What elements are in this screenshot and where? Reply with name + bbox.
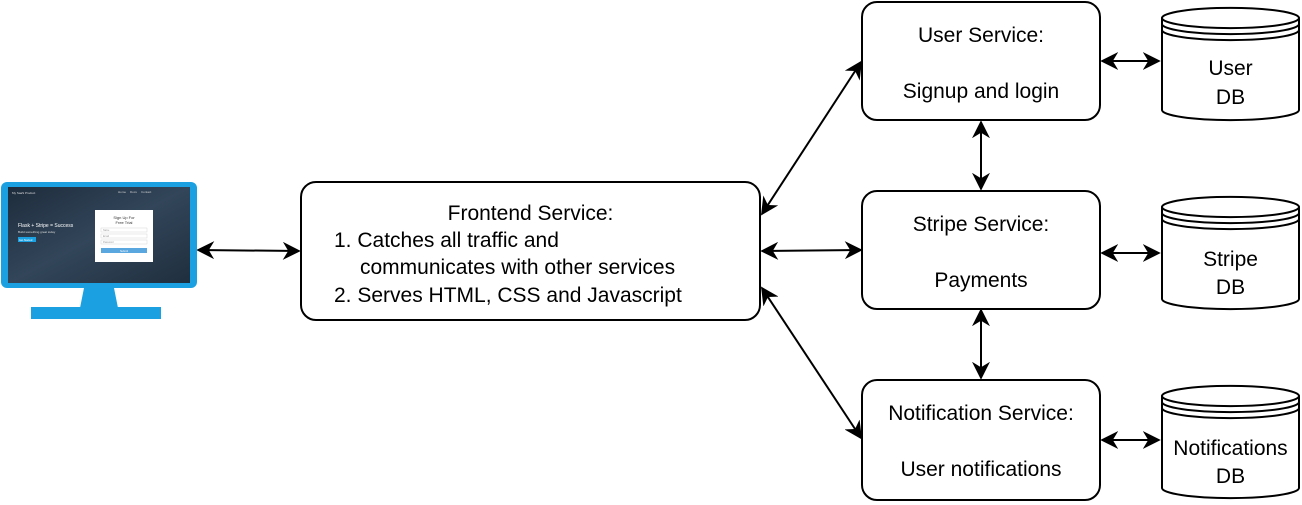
screen-nav-item: Docs (130, 190, 137, 194)
form-field: Email (103, 235, 109, 238)
screen-subline: Build something great today (18, 230, 56, 234)
database-icon (1161, 195, 1300, 311)
form-field: Name (103, 229, 110, 232)
db-label: DB (1215, 465, 1246, 488)
screen-nav-item: Home (118, 190, 126, 194)
arrow-frontend-notification (761, 286, 862, 440)
screen-brand: My SaaS Product (12, 191, 36, 195)
form-field: Password (103, 241, 114, 244)
arrow-monitor-frontend (196, 241, 301, 260)
frontend-item-2: 2. Serves HTML, CSS and Javascript (334, 284, 682, 307)
notification-service-title: Notification Service: (888, 402, 1074, 425)
db-label: DB (1215, 86, 1246, 109)
form-title-line: Sign Up For (113, 215, 135, 220)
notification-service-box: Notification Service: User notifications (861, 379, 1101, 501)
screen-headline: Flask + Stripe = Success (18, 223, 74, 229)
stripe-service-desc: Payments (934, 269, 1028, 292)
db-label: DB (1215, 276, 1246, 299)
database-icon (1161, 384, 1300, 500)
user-service-desc: Signup and login (902, 80, 1060, 103)
stripe-service-box: Stripe Service: Payments (861, 190, 1101, 310)
screen-nav-item: Contact (141, 190, 152, 194)
notification-service-desc: User notifications (900, 458, 1062, 481)
frontend-service-box: Frontend Service: 1. Catches all traffic… (300, 181, 761, 321)
frontend-service-title: Frontend Service: (447, 202, 614, 225)
form-title-line: Free Trial (116, 220, 133, 225)
frontend-item-1-cont: communicates with other services (360, 256, 676, 279)
notifications-db: Notifications DB (1160, 384, 1301, 500)
screen-button: Get Started (19, 238, 33, 242)
arrow-frontend-user (761, 60, 862, 216)
monitor-icon: My SaaS Product Home Docs Contact Flask … (1, 182, 197, 319)
db-label: Notifications (1173, 437, 1288, 460)
user-service-box: User Service: Signup and login (861, 1, 1101, 121)
db-label: User (1208, 57, 1253, 80)
db-label: Stripe (1203, 248, 1258, 271)
stripe-service-title: Stripe Service: (912, 213, 1050, 236)
frontend-item-1: 1. Catches all traffic and (334, 229, 559, 252)
form-submit: Submit (120, 249, 128, 253)
user-db: User DB (1160, 6, 1301, 122)
arrow-frontend-stripe (760, 241, 863, 260)
stripe-db: Stripe DB (1160, 195, 1301, 311)
user-service-title: User Service: (917, 24, 1045, 47)
database-icon (1161, 6, 1300, 122)
